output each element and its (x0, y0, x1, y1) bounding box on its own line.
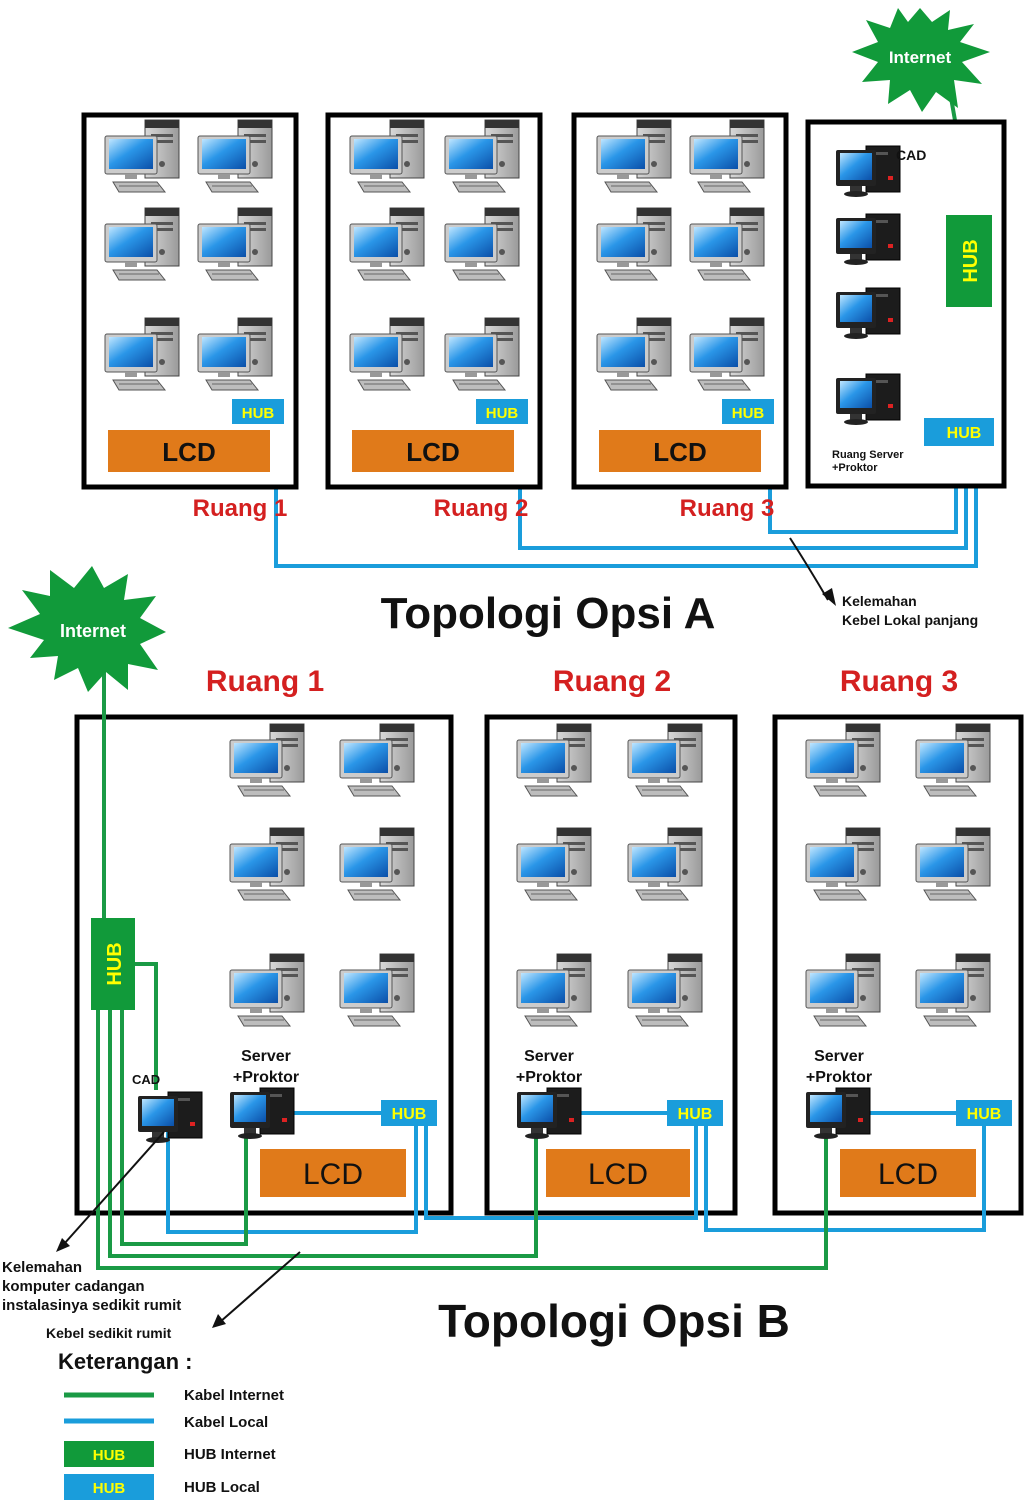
lcd-label: LCD (878, 1158, 938, 1191)
topology-a-hub-3: HUB (722, 399, 774, 424)
weakness-note: Kebel Lokal panjang (842, 612, 978, 628)
weakness-note: Kebel sedikit rumit (46, 1325, 172, 1341)
hub-label: HUB (947, 425, 982, 442)
hub-label: HUB (732, 405, 765, 422)
topology-b-note-arrows (56, 1131, 301, 1328)
topology-b-hub-1: HUB (381, 1100, 437, 1126)
topology-b-title: Topologi Opsi B (438, 1295, 790, 1347)
room-label: Ruang 3 (680, 495, 775, 522)
server-label: +Proktor (516, 1069, 582, 1086)
topology-a-hub-2: HUB (476, 399, 528, 424)
legend-label: Kabel Local (184, 1414, 268, 1431)
topology-a-lcd-3: LCD (599, 430, 761, 472)
cad-label: CAD (896, 147, 926, 163)
topology-a-note-arrow (789, 537, 836, 606)
topology-a-title: Topologi Opsi A (381, 589, 716, 638)
hub-label: HUB (392, 1106, 427, 1123)
topology-b-lcd-1: LCD (260, 1149, 406, 1197)
weakness-note: instalasinya sedikit rumit (2, 1297, 181, 1314)
topology-b-lcd-2: LCD (546, 1149, 690, 1197)
weakness-note: Kelemahan (842, 593, 917, 609)
topology-a: LCD LCD LCD HUB HUB HUB HUB HUB (81, 8, 1007, 638)
topology-a-server-hub-local: HUB (924, 418, 994, 446)
legend-hub-text: HUB (93, 1480, 126, 1497)
lcd-label: LCD (588, 1158, 648, 1191)
legend-title: Keterangan : (58, 1349, 192, 1374)
legend-hub-internet-swatch (64, 1441, 154, 1467)
weakness-note: Kelemahan (2, 1259, 82, 1276)
server-label: +Proktor (233, 1069, 299, 1086)
legend: Keterangan : Kabel Internet Kabel Local … (58, 1349, 284, 1500)
topology-a-hub-1: HUB (232, 399, 284, 424)
legend-hub-local-swatch (64, 1474, 154, 1500)
lcd-label: LCD (653, 437, 706, 467)
server-label: +Proktor (806, 1069, 872, 1086)
topology-a-lcd-2: LCD (352, 430, 514, 472)
server-label: Server (524, 1048, 574, 1065)
server-room-label: +Proktor (832, 462, 878, 474)
room-label: Ruang 3 (840, 665, 958, 698)
hub-label: HUB (242, 405, 275, 422)
hub-label: HUB (967, 1106, 1002, 1123)
legend-label: HUB Internet (184, 1446, 276, 1463)
weakness-note: komputer cadangan (2, 1278, 145, 1295)
legend-hub-text: HUB (93, 1447, 126, 1464)
hub-label: HUB (960, 239, 982, 282)
hub-label: HUB (104, 942, 126, 985)
topology-a-internet-cloud: Internet (852, 8, 990, 112)
topology-b-hub-2: HUB (667, 1100, 723, 1126)
lcd-label: LCD (303, 1158, 363, 1191)
topology-a-lcd-1: LCD (108, 430, 270, 472)
lcd-label: LCD (162, 437, 215, 467)
topology-b: Ruang 1 Ruang 2 Ruang 3 (2, 566, 1024, 1347)
internet-label: Internet (889, 48, 952, 67)
server-label: Server (814, 1048, 864, 1065)
internet-label: Internet (60, 621, 126, 641)
lcd-label: LCD (406, 437, 459, 467)
hub-label: HUB (486, 405, 519, 422)
room-label: Ruang 1 (193, 495, 288, 522)
room-label: Ruang 2 (434, 495, 529, 522)
server-room-label: Ruang Server (832, 449, 904, 461)
legend-label: Kabel Internet (184, 1387, 284, 1404)
topology-a-server-hub-internet: HUB (946, 215, 992, 307)
topology-b-lcd-3: LCD (840, 1149, 976, 1197)
hub-label: HUB (678, 1106, 713, 1123)
topology-b-local-cables (166, 1111, 986, 1234)
legend-label: HUB Local (184, 1479, 260, 1496)
topology-b-hub-internet: HUB (91, 918, 135, 1010)
server-label: Server (241, 1048, 291, 1065)
topology-b-internet-cloud: Internet (8, 566, 166, 692)
topology-b-hub-3: HUB (956, 1100, 1012, 1126)
room-label: Ruang 2 (553, 665, 671, 698)
cad-label: CAD (132, 1072, 160, 1087)
room-label: Ruang 1 (206, 665, 324, 698)
